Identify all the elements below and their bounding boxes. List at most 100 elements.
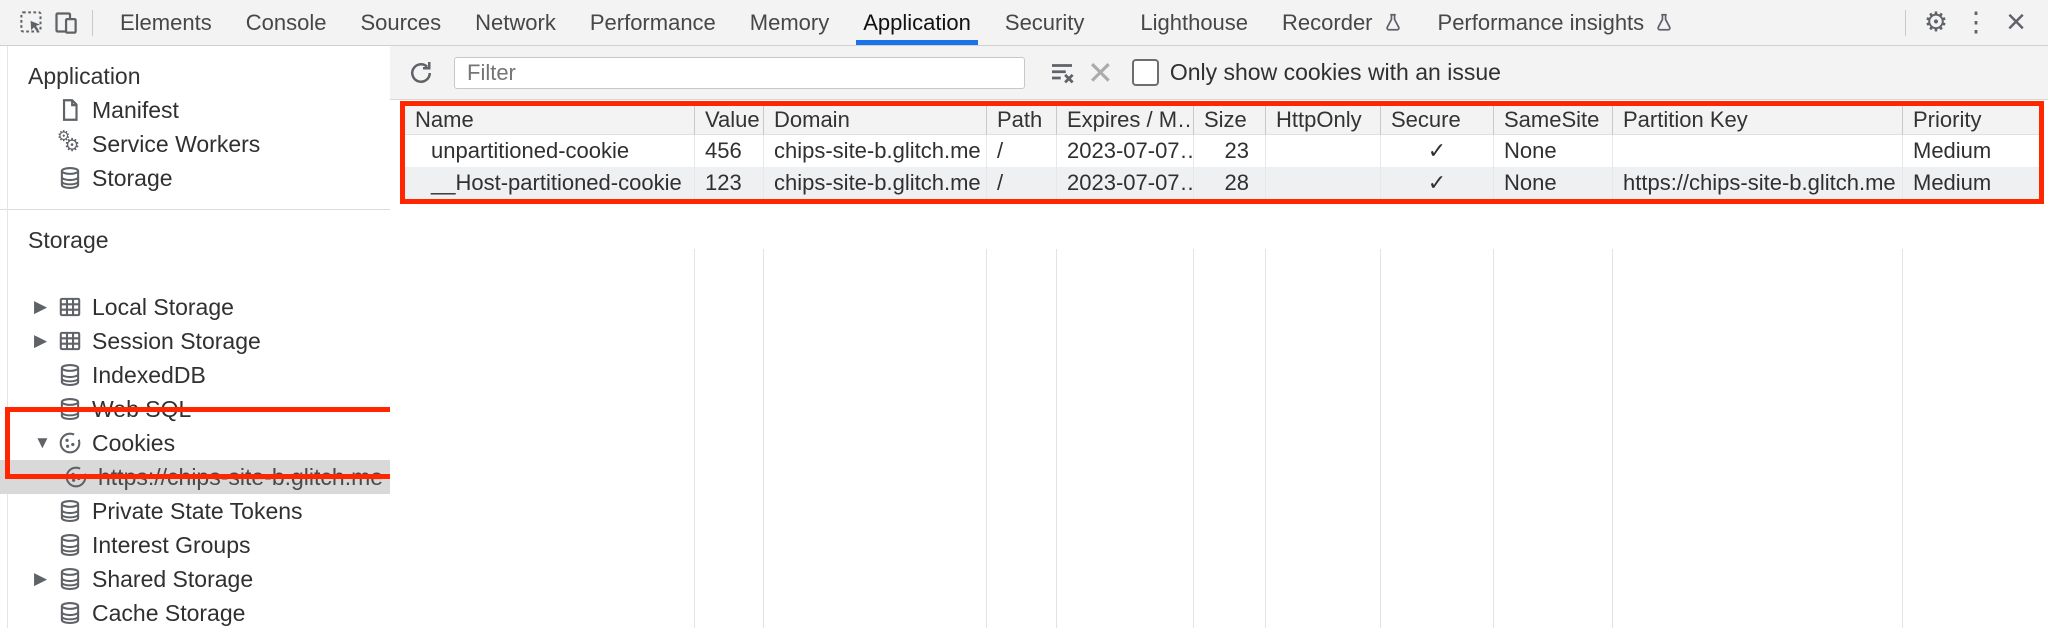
table-grid-icon bbox=[56, 293, 84, 321]
inspect-element-icon[interactable] bbox=[14, 6, 48, 40]
tabbar-left-icons bbox=[0, 6, 103, 40]
tab-performance[interactable]: Performance bbox=[589, 9, 716, 35]
manifest-file-icon bbox=[56, 96, 84, 124]
column-header-path[interactable]: Path bbox=[987, 106, 1057, 135]
cell-httponly[interactable] bbox=[1266, 135, 1381, 167]
cell-path[interactable]: / bbox=[987, 167, 1057, 199]
sidebar-section-application: Application bbox=[28, 63, 141, 89]
only-issue-checkbox[interactable] bbox=[1131, 59, 1159, 86]
sidebar-item-shared-storage[interactable]: ▶ Shared Storage bbox=[0, 562, 390, 596]
column-header-expires[interactable]: Expires / M… bbox=[1057, 106, 1194, 135]
devtools-tabbar: Elements Console Sources Network Perform… bbox=[0, 0, 2048, 46]
sidebar-item-session-storage[interactable]: ▶ Session Storage bbox=[0, 324, 390, 358]
column-header-name[interactable]: Name bbox=[405, 106, 695, 135]
sidebar-item-label: Storage bbox=[92, 164, 173, 191]
sidebar-item-label: Web SQL bbox=[92, 395, 192, 422]
sidebar-item-cache-storage[interactable]: Cache Storage bbox=[0, 596, 390, 628]
clear-filter-icon[interactable] bbox=[1043, 54, 1081, 92]
cookie-row-unpartitioned[interactable]: unpartitioned-cookie 456 chips-site-b.gl… bbox=[405, 135, 2039, 167]
sidebar-section-storage: Storage bbox=[28, 227, 109, 253]
sidebar-item-interest-groups[interactable]: Interest Groups bbox=[0, 528, 390, 562]
refresh-icon[interactable] bbox=[402, 54, 440, 92]
sidebar-item-label: Interest Groups bbox=[92, 531, 251, 558]
cell-priority[interactable]: Medium bbox=[1903, 167, 2039, 199]
cell-domain[interactable]: chips-site-b.glitch.me bbox=[764, 167, 987, 199]
cell-expires[interactable]: 2023-07-07… bbox=[1057, 135, 1194, 167]
sidebar-item-cookies[interactable]: ▼ Cookies bbox=[0, 426, 390, 460]
cell-priority[interactable]: Medium bbox=[1913, 138, 1992, 163]
sidebar-item-local-storage[interactable]: ▶ Local Storage bbox=[0, 290, 390, 324]
cell-samesite[interactable]: None bbox=[1494, 167, 1613, 199]
table-grid-icon bbox=[56, 327, 84, 355]
sidebar-item-web-sql[interactable]: Web SQL bbox=[0, 392, 390, 426]
cell-name[interactable]: __Host-partitioned-cookie bbox=[405, 167, 695, 199]
chevron-down-icon[interactable]: ▼ bbox=[34, 433, 51, 452]
cell-size[interactable]: 23 bbox=[1194, 135, 1266, 167]
sidebar-item-label: IndexedDB bbox=[92, 361, 206, 388]
tab-security[interactable]: Security bbox=[1004, 9, 1085, 35]
sidebar-divider bbox=[0, 209, 390, 210]
cell-value[interactable]: 123 bbox=[695, 167, 764, 199]
chevron-right-icon[interactable]: ▶ bbox=[34, 569, 48, 588]
tab-recorder-label: Recorder bbox=[1282, 9, 1373, 35]
tab-recorder[interactable]: Recorder bbox=[1265, 0, 1420, 45]
cell-samesite[interactable]: None bbox=[1494, 135, 1613, 167]
only-issue-label[interactable]: Only show cookies with an issue bbox=[1169, 59, 1501, 85]
column-header-secure[interactable]: Secure bbox=[1381, 106, 1494, 135]
column-header-size[interactable]: Size bbox=[1194, 106, 1266, 135]
cell-secure-checkmark[interactable]: ✓ bbox=[1381, 135, 1494, 167]
settings-gear-icon[interactable]: ⚙ bbox=[1923, 7, 1949, 37]
tab-performance-insights-label: Performance insights bbox=[1437, 9, 1645, 35]
database-icon bbox=[56, 565, 84, 593]
tab-sources[interactable]: Sources bbox=[360, 9, 442, 35]
cell-expires[interactable]: 2023-07-07… bbox=[1057, 167, 1194, 199]
chevron-right-icon[interactable]: ▶ bbox=[34, 331, 48, 350]
database-icon bbox=[56, 395, 84, 423]
cell-partition-key[interactable] bbox=[1613, 135, 1903, 167]
tab-network[interactable]: Network bbox=[475, 9, 556, 35]
database-icon bbox=[56, 361, 84, 389]
cell-size[interactable]: 28 bbox=[1194, 167, 1266, 199]
tab-lighthouse[interactable]: Lighthouse bbox=[1140, 9, 1249, 35]
more-options-icon[interactable]: ⋮ bbox=[1962, 7, 1990, 37]
cell-value[interactable]: 456 bbox=[695, 135, 764, 167]
sidebar-item-label: https://chips-site-b.glitch.me bbox=[98, 463, 384, 490]
gridline-column bbox=[1613, 249, 1903, 628]
sidebar-item-label: Service Workers bbox=[92, 130, 261, 157]
tab-elements[interactable]: Elements bbox=[120, 9, 212, 35]
cell-name[interactable]: unpartitioned-cookie bbox=[405, 135, 695, 167]
column-header-httponly[interactable]: HttpOnly bbox=[1266, 106, 1381, 135]
sidebar-item-storage[interactable]: Storage bbox=[0, 161, 390, 195]
filter-input[interactable] bbox=[454, 56, 1025, 89]
sidebar-item-label: Session Storage bbox=[92, 327, 261, 354]
cookie-row-host-partitioned[interactable]: __Host-partitioned-cookie 123 chips-site… bbox=[405, 167, 2039, 199]
sidebar-item-indexeddb[interactable]: IndexedDB bbox=[0, 358, 390, 392]
column-header-priority[interactable]: Priority bbox=[1903, 106, 2039, 135]
cell-domain[interactable]: chips-site-b.glitch.me bbox=[764, 135, 987, 167]
sidebar-item-service-workers[interactable]: ⚙ ⚙ Service Workers bbox=[0, 127, 390, 161]
cell-httponly[interactable] bbox=[1266, 167, 1381, 199]
sidebar-item-cookie-origin[interactable]: https://chips-site-b.glitch.me bbox=[0, 460, 390, 494]
tabbar-right-controls: ⚙ ⋮ × bbox=[1895, 3, 2048, 43]
column-header-domain[interactable]: Domain bbox=[764, 106, 987, 135]
sidebar-item-manifest[interactable]: Manifest bbox=[0, 93, 390, 127]
delete-cookie-icon: ✕ bbox=[1087, 54, 1114, 91]
gridline-column bbox=[695, 249, 764, 628]
tab-application[interactable]: Application bbox=[846, 0, 988, 45]
chevron-right-icon[interactable]: ▶ bbox=[34, 297, 48, 316]
column-header-value[interactable]: Value bbox=[695, 106, 764, 135]
sidebar-item-label: Manifest bbox=[92, 96, 179, 123]
cell-path[interactable]: / bbox=[987, 135, 1057, 167]
column-header-partition-key[interactable]: Partition Key bbox=[1613, 106, 1903, 135]
column-header-samesite[interactable]: SameSite bbox=[1494, 106, 1613, 135]
tab-performance-insights[interactable]: Performance insights bbox=[1421, 0, 1693, 45]
tab-console[interactable]: Console bbox=[245, 9, 327, 35]
sidebar-item-private-state-tokens[interactable]: Private State Tokens bbox=[0, 494, 390, 528]
device-toolbar-icon[interactable] bbox=[48, 6, 82, 40]
cell-secure-checkmark[interactable]: ✓ bbox=[1381, 167, 1494, 199]
sidebar-item-label: Private State Tokens bbox=[92, 497, 303, 524]
close-devtools-icon[interactable]: × bbox=[2006, 3, 2026, 41]
tab-memory[interactable]: Memory bbox=[749, 9, 830, 35]
gear-icon: ⚙ bbox=[64, 135, 81, 155]
cell-partition-key[interactable]: https://chips-site-b.glitch.me bbox=[1613, 167, 1903, 199]
